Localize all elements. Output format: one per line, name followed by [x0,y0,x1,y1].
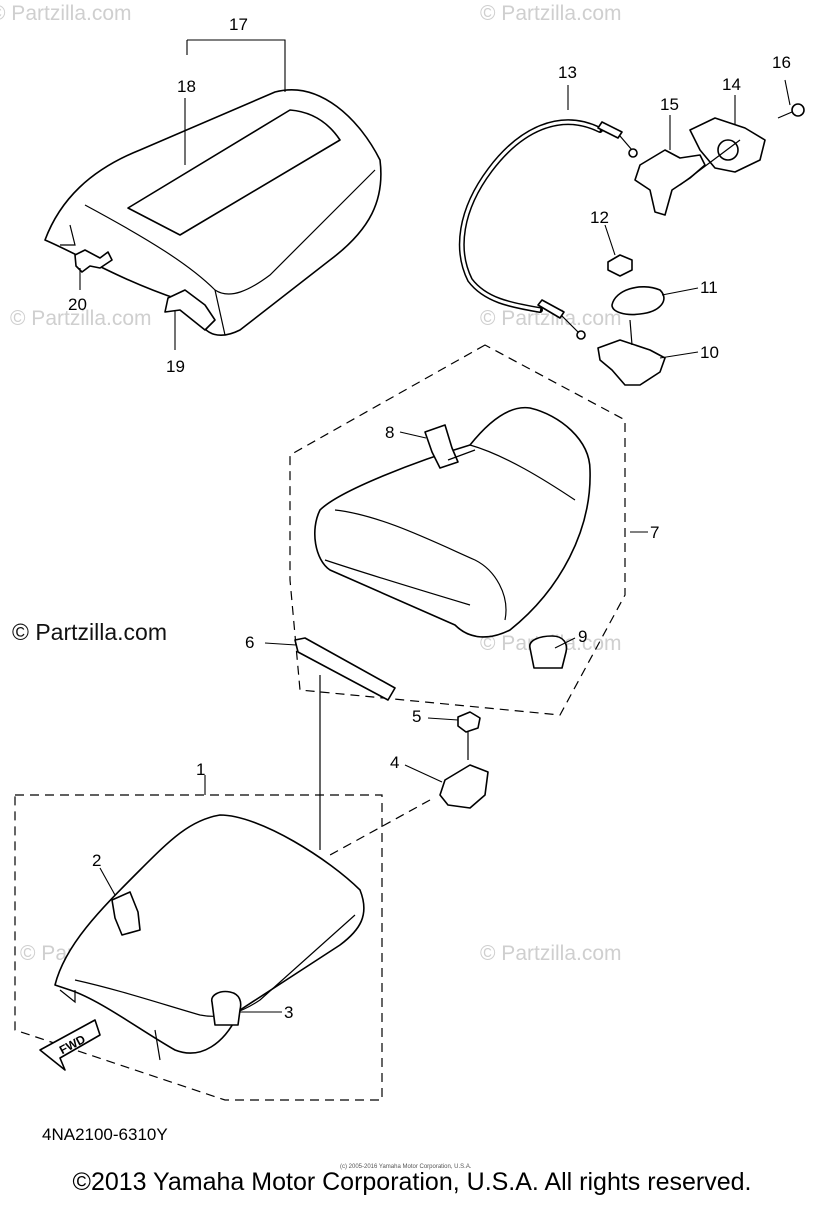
assembly-1-boundary [14,794,383,1101]
small-copyright: (c) 2005-2016 Yamaha Motor Corporation, … [340,1164,472,1170]
callout-12: 12 [590,208,609,227]
watermark-main: © Partzilla.com [12,619,167,645]
callout-7: 7 [650,523,659,542]
diagram-code: 4NA2100-6310Y [42,1125,168,1144]
callout-2: 2 [92,851,101,870]
passenger-seat-7 [314,406,591,638]
tab-8 [424,424,459,469]
tab-2 [111,891,141,936]
callout-6: 6 [245,633,254,652]
watermark: © Partzilla.com [480,307,622,330]
callout-5: 5 [412,707,421,726]
callout-9: 9 [578,627,587,646]
watermark: © Partzilla.com [0,2,132,25]
callout-20: 20 [68,295,87,314]
callout-19: 19 [166,357,185,376]
callout-17: 17 [229,15,248,34]
forward-arrow-icon: FWD [39,1019,101,1071]
callout-10: 10 [700,343,719,362]
bolt-5 [457,711,481,760]
bracket-20 [74,249,113,273]
callout-1: 1 [196,760,205,779]
seat-lock-14 [679,117,766,186]
copyright-notice: ©2013 Yamaha Motor Corporation, U.S.A. A… [73,1168,752,1196]
hook-10 [597,339,666,386]
bracket-19 [164,289,216,331]
callout-4: 4 [390,753,399,772]
watermark: © Partzilla.com [10,307,152,330]
bolt-16 [777,103,805,119]
callout-3: 3 [284,1003,293,1022]
callout-16: 16 [772,53,791,72]
nut-12 [607,254,633,277]
callout-11: 11 [700,278,718,297]
rider-seat-1 [54,814,365,1061]
grommet-3 [210,990,242,1026]
plate-11 [611,286,665,316]
assembly-7-boundary [289,344,626,716]
callout-8: 8 [385,423,394,442]
watermark: © Partzilla.com [480,942,622,965]
watermark: © Partzilla.com [480,2,622,25]
seat-cowl-part [44,89,382,336]
callout-14: 14 [722,75,741,94]
callout-18: 18 [177,77,196,96]
callout-13: 13 [558,63,577,82]
callout-15: 15 [660,95,679,114]
seat-cable-part [458,119,638,340]
cap-9 [529,635,568,669]
lock-bracket-15 [634,149,706,216]
leader-lines [79,39,791,1013]
strip-6 [294,637,396,701]
bracket-4 [439,764,489,809]
